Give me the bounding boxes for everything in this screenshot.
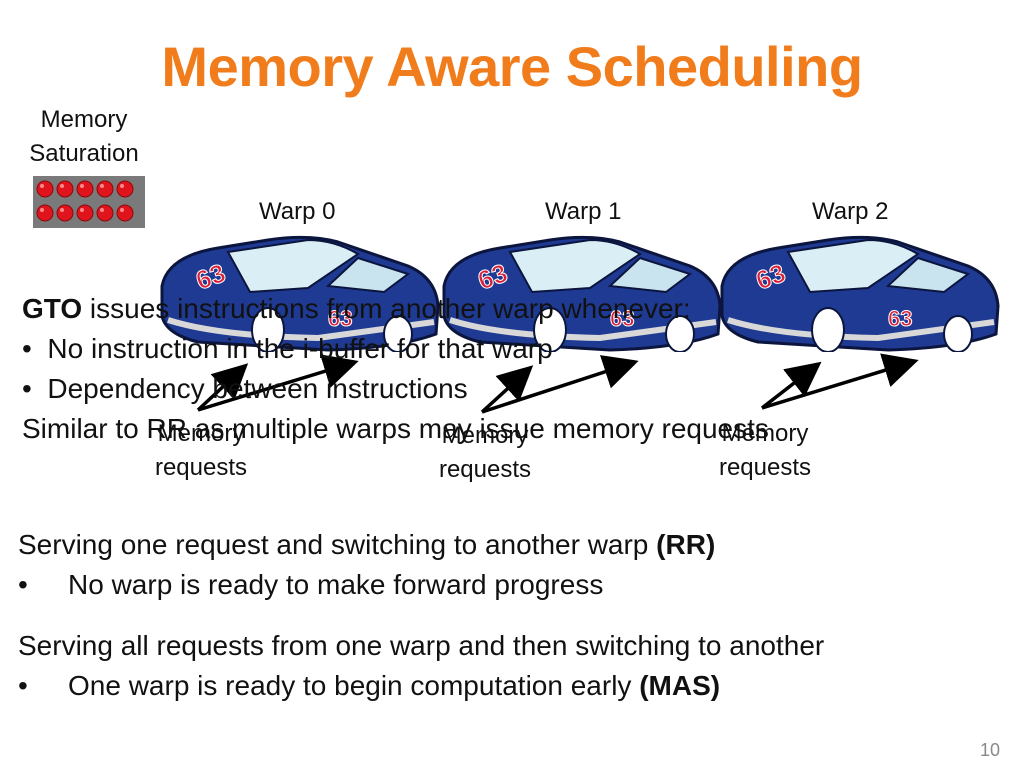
- mas-bullet: •One warp is ready to begin computation …: [18, 670, 721, 701]
- memory-saturation-line2: Saturation: [29, 140, 139, 167]
- slide-title: Memory Aware Scheduling: [161, 35, 863, 98]
- page-number: 10: [980, 740, 1001, 760]
- warp-2-memory-requests-label: Memory requests: [718, 420, 812, 481]
- memory-saturation-line1: Memory: [40, 106, 128, 133]
- gto-similar-line: Similar to RR as multiple warps may issu…: [22, 413, 769, 444]
- rr-bullet: •No warp is ready to make forward progre…: [18, 569, 604, 600]
- warp-0-memory-requests-label: Memory requests: [154, 420, 248, 481]
- rr-block: Serving one request and switching to ano…: [18, 525, 1018, 605]
- traffic-lights-icon: [33, 176, 145, 228]
- warp-1-car-icon: 63 63: [442, 235, 722, 352]
- warp-2-car-icon: 63 63: [720, 235, 1000, 352]
- warp-2-label: Warp 2: [812, 198, 889, 225]
- gto-lead-rest: issues instructions from another warp wh…: [82, 293, 691, 324]
- warp-1-label: Warp 1: [545, 198, 622, 225]
- gto-lead-bold: GTO: [22, 293, 83, 324]
- warp-1-memory-requests-label: Memory requests: [438, 422, 532, 483]
- mas-heading: Serving all requests from one warp and t…: [18, 630, 825, 661]
- warp-0-label: Warp 0: [259, 198, 336, 225]
- gto-description: GTO issues instructions from another war…: [22, 289, 1012, 449]
- warp-0-car-number-side: 63: [328, 306, 352, 331]
- warp-0-car-icon: 63 63: [160, 235, 440, 352]
- gto-bullet-1: • No instruction in the i-buffer for tha…: [22, 333, 553, 364]
- gto-lead-line: GTO issues instructions from another war…: [22, 289, 1012, 329]
- warp-2-car-number-side: 63: [888, 306, 912, 331]
- memory-saturation-label: Memory Saturation: [14, 103, 154, 171]
- warp-1-car-number-side: 63: [610, 306, 634, 331]
- mas-block: Serving all requests from one warp and t…: [18, 626, 1018, 706]
- gto-bullet-2: • Dependency between instructions: [22, 373, 468, 404]
- rr-heading: Serving one request and switching to ano…: [18, 529, 716, 560]
